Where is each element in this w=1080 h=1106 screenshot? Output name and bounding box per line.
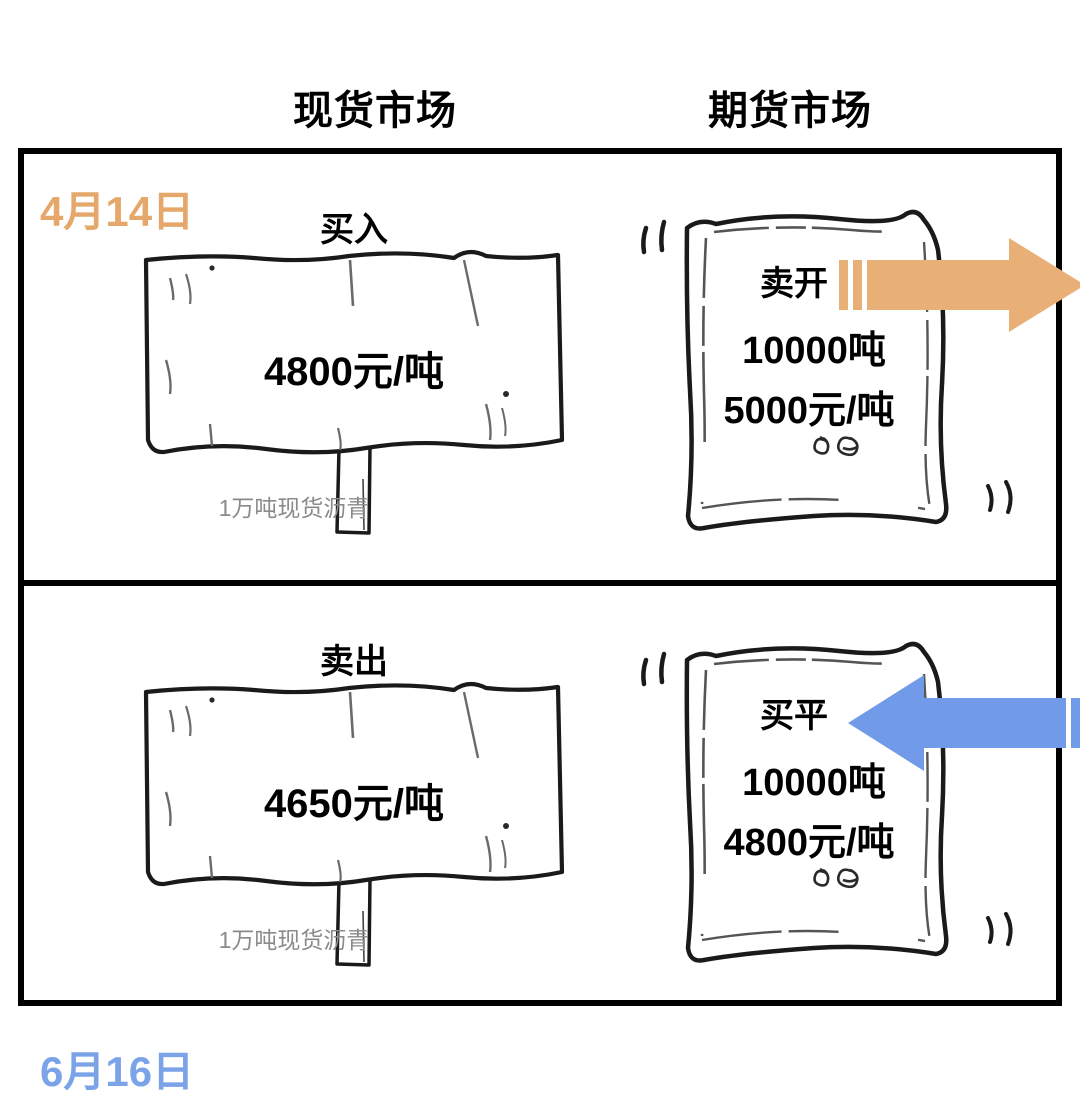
diagram-frame: 4月14日 买入 <box>18 148 1080 1095</box>
wooden-sign-icon-row2 <box>134 676 574 976</box>
futures-price-row2: 4800元/吨 <box>723 822 895 864</box>
spot-caption-row2: 1万吨现货沥青 <box>218 927 370 953</box>
futures-quantity-row2: 10000吨 <box>742 762 886 804</box>
spot-sign-row1: 买入 <box>134 164 574 564</box>
table-row: 6月16日 卖出 <box>24 586 1080 1095</box>
futures-action-label-row2: 买平 <box>760 697 828 735</box>
column-header-spot-market: 现货市场 <box>293 89 457 133</box>
spot-action-label-row1: 买入 <box>320 211 388 249</box>
spot-action-label-row2: 卖出 <box>320 643 388 681</box>
sell-open-arrow-row1 <box>839 236 1080 336</box>
spot-sign-row2: 卖出 <box>134 596 574 996</box>
row-divider <box>24 580 1056 586</box>
date-label-row1: 4月14日 <box>40 188 195 235</box>
futures-bag-row2: 买平 10000吨 4800元/吨 <box>624 626 1080 986</box>
futures-bag-row1: 卖开 10000吨 5000元/吨 <box>624 194 1080 554</box>
futures-price-row1: 5000元/吨 <box>723 390 895 432</box>
futures-quantity-row1: 10000吨 <box>742 330 886 372</box>
buy-close-arrow-row2 <box>819 671 1080 776</box>
column-header-futures-market: 期货市场 <box>708 89 872 133</box>
wooden-sign-icon-row1 <box>134 244 574 544</box>
spot-caption-row1: 1万吨现货沥青 <box>218 495 370 521</box>
date-label-row2: 6月16日 <box>40 1048 195 1095</box>
table-row: 4月14日 买入 <box>24 154 1080 580</box>
futures-action-label-row1: 卖开 <box>760 265 828 303</box>
